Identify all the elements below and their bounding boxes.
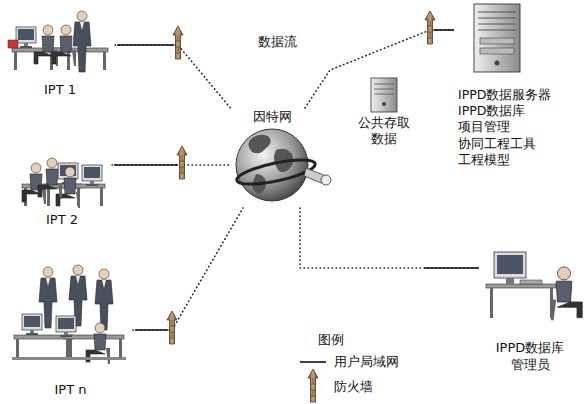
internet-node: 因特网	[232, 108, 312, 208]
admin-node: IPPD数据库管理员	[480, 240, 580, 375]
admin-illustration	[486, 252, 582, 320]
data-flow-connector	[133, 208, 243, 330]
legend-entry: 防火墙	[334, 379, 373, 396]
node-label: IPPD数据库管理员	[494, 340, 566, 374]
legend-text: 用户局域网	[334, 354, 399, 371]
node-label: 公共存取数据	[358, 115, 410, 148]
node-label: IPPD数据服务器	[458, 87, 551, 103]
legend-entry: 用户局域网	[334, 354, 399, 371]
node-label: 协同工程工具	[458, 136, 536, 152]
node-label: 工程模型	[458, 152, 510, 168]
legend-text: 防火墙	[334, 379, 373, 396]
data-flow-connector	[112, 164, 232, 166]
server-icon	[371, 78, 397, 112]
legend-firewall-sample	[308, 369, 318, 402]
node-label: IPPD数据库	[458, 103, 525, 119]
data-flow-connector	[115, 45, 232, 110]
server-tower	[474, 4, 520, 72]
legend-line-sample	[300, 361, 326, 363]
firewall-icon	[177, 146, 187, 179]
team-illustration	[22, 158, 105, 208]
team-illustration	[12, 265, 126, 364]
node-label: IPT n	[55, 382, 87, 399]
firewall-icon	[167, 311, 177, 344]
firewall-icon	[173, 26, 183, 59]
legend-title: 图例	[318, 332, 344, 349]
team-node: IPT 2	[12, 138, 112, 230]
team-node: IPT 1	[5, 2, 115, 100]
server-node: IPPD数据服务器IPPD数据库项目管理协同工程工具工程模型	[455, 3, 580, 169]
team-illustration	[8, 11, 108, 72]
lan-line	[114, 30, 479, 330]
team-node: IPT n	[8, 262, 133, 400]
node-label: IPT 2	[46, 212, 78, 229]
public-data-node: 公共存取数据	[350, 76, 418, 148]
internet-globe	[235, 129, 331, 201]
node-label: IPT 1	[44, 82, 76, 99]
firewall-icon	[425, 11, 435, 44]
node-label: 项目管理	[458, 119, 510, 135]
node-label: 因特网	[253, 109, 292, 126]
flow-label: 数据流	[258, 34, 297, 51]
data-flow-connector	[300, 208, 480, 268]
